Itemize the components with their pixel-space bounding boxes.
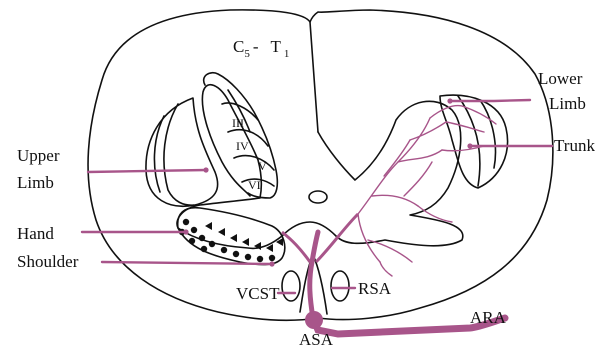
- radial-branch: [430, 106, 462, 118]
- motor-dot: [189, 238, 195, 244]
- motor-dot: [201, 246, 207, 252]
- motor-dot: [233, 251, 239, 257]
- label-shoulder: Shoulder: [17, 252, 79, 271]
- radial-branch: [384, 140, 410, 176]
- lamina-label-iii: III: [232, 116, 244, 130]
- motor-arrowhead: [205, 222, 212, 230]
- pointer-upper-limb: [88, 170, 206, 172]
- label-trunk: Trunk: [554, 136, 595, 155]
- motor-arrowhead: [230, 234, 237, 242]
- motor-arrowhead: [242, 238, 249, 246]
- radial-branch: [380, 262, 392, 276]
- label-hand: Hand: [17, 224, 54, 243]
- label-lower-limb-line1: Lower: [538, 69, 583, 88]
- radial-branch: [410, 122, 446, 140]
- radial-branch: [404, 162, 432, 196]
- grey-matter: [177, 85, 463, 249]
- posterior-horn: [204, 73, 278, 198]
- motor-dot: [269, 255, 275, 261]
- motor-arrowhead: [218, 228, 225, 236]
- pointer-dot: [203, 167, 208, 172]
- radial-branch: [358, 214, 380, 262]
- central-canal: [309, 191, 327, 203]
- asa-vessel-trunk: [310, 232, 318, 318]
- pointer-dot: [447, 98, 452, 103]
- pointer-dot: [269, 261, 274, 266]
- label-asa: ASA: [299, 330, 334, 349]
- motor-dot: [199, 235, 205, 241]
- label-lower-limb-line2: Limb: [549, 94, 586, 113]
- lamina-label-v: V: [258, 159, 267, 173]
- label-vcst: VCST: [236, 284, 280, 303]
- vcst-oval: [282, 271, 300, 301]
- asa-origin-blob: [305, 311, 323, 329]
- rsa-oval: [331, 271, 349, 301]
- label-ara: ARA: [470, 308, 507, 327]
- motor-pool-marks: [179, 219, 283, 262]
- motor-dot: [221, 247, 227, 253]
- radial-branch: [372, 195, 418, 206]
- vessels: [282, 106, 505, 334]
- motor-dot: [209, 241, 215, 247]
- lamina-label-iv: IV: [236, 139, 249, 153]
- label-upper-limb-line2: Limb: [17, 173, 54, 192]
- right-dorsal-column-inner-2: [480, 100, 495, 168]
- label-rsa: RSA: [358, 279, 392, 298]
- right-sulcal-branch: [316, 214, 358, 262]
- motor-dot: [183, 219, 189, 225]
- motor-dot: [257, 256, 263, 262]
- left-dorsal-column: [146, 98, 218, 206]
- lamina-boundary-3: [234, 156, 274, 170]
- label-upper-limb-line1: Upper: [17, 146, 60, 165]
- pointer-dot: [467, 143, 472, 148]
- left-dorsal-column-inner-1: [164, 104, 194, 205]
- left-sulcal-branch: [282, 232, 310, 262]
- motor-dot: [191, 227, 197, 233]
- cord-outline: [88, 10, 553, 320]
- radial-branch: [446, 122, 484, 132]
- pointer-dot: [183, 229, 188, 234]
- motor-dot: [245, 254, 251, 260]
- lamina-label-vi: VI: [248, 178, 261, 192]
- posterior-median-septum: [310, 22, 318, 132]
- pointer-lower-limb: [450, 100, 530, 101]
